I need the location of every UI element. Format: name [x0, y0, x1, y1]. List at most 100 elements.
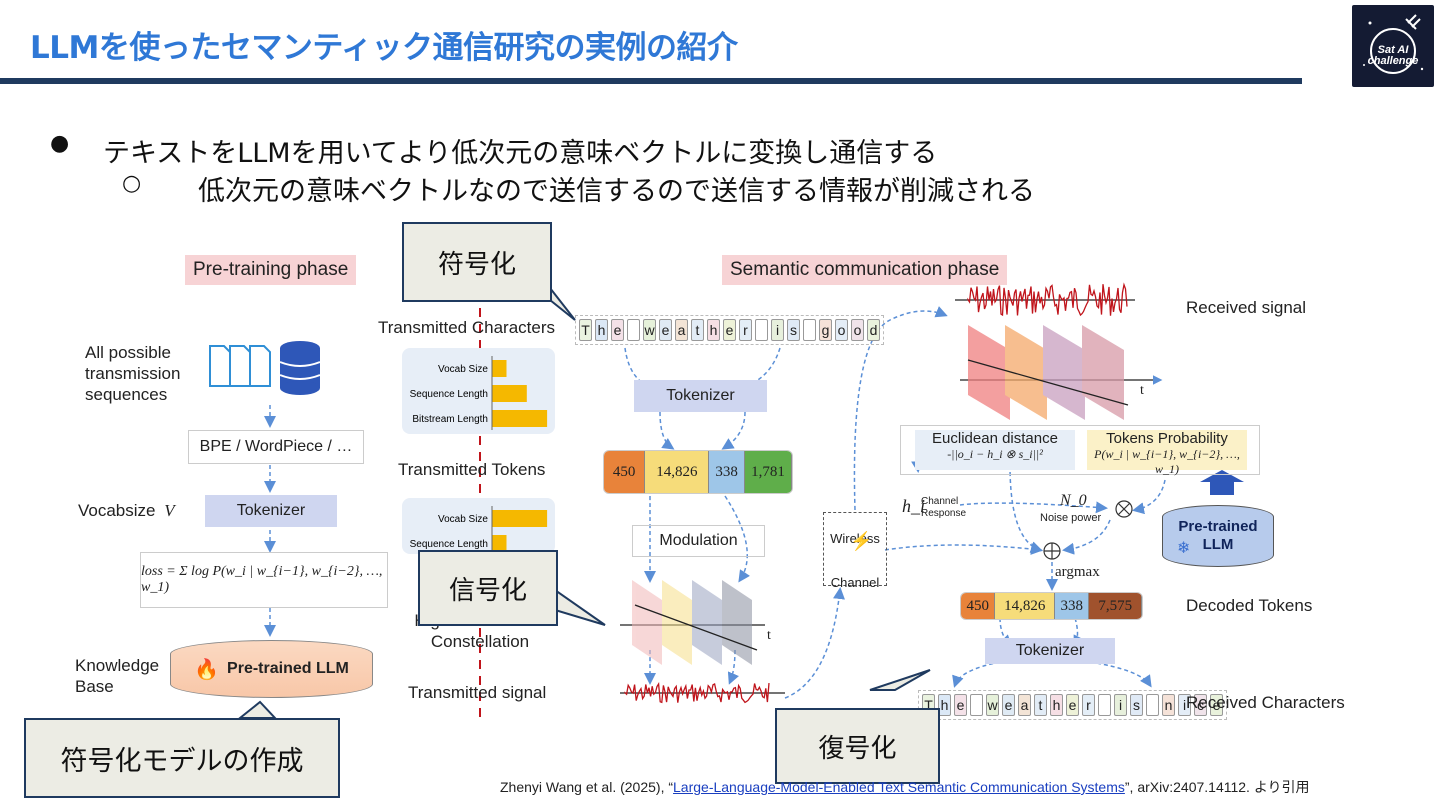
- bullet-glyph-1: ●: [50, 131, 70, 156]
- sent-char: [803, 319, 816, 341]
- semantic-phase-label: Semantic communication phase: [722, 255, 1008, 285]
- documents-database-icon: [209, 341, 321, 395]
- sent-char: w: [643, 319, 656, 341]
- recv-char: c: [1194, 694, 1207, 716]
- recv-char: [970, 694, 983, 716]
- citation: Zhenyi Wang et al. (2025), “Large-Langua…: [500, 777, 1310, 797]
- decode-metrics-box: [900, 425, 1260, 475]
- transmitted-signal-label: Transmitted signal: [408, 683, 547, 702]
- sent-char: [755, 319, 768, 341]
- recv-char: r: [1082, 694, 1095, 716]
- sent-char: o: [851, 319, 864, 341]
- recv-char: [1146, 694, 1159, 716]
- recv-char: i: [1114, 694, 1127, 716]
- recv-char: a: [1018, 694, 1031, 716]
- sent-char: h: [595, 319, 608, 341]
- citation-link[interactable]: Large-Language-Model-Enabled Text Semant…: [673, 779, 1125, 795]
- bullet-text-1: テキストをLLMを用いてより低次元の意味ベクトルに変換し通信する: [103, 138, 938, 169]
- transmitted-tokens-label: Transmitted Tokens: [398, 460, 546, 479]
- recv-char: e: [1066, 694, 1079, 716]
- bar: [492, 510, 548, 527]
- sent-char: g: [819, 319, 832, 341]
- pretraining-phase-label: Pre-training phase: [185, 255, 357, 285]
- tokenizer-rx: Tokenizer: [985, 638, 1115, 664]
- slide-title: LLMを使ったセマンティック通信研究の実例の紹介: [30, 30, 738, 66]
- sent-char: t: [691, 319, 704, 341]
- modulation-box: Modulation: [632, 525, 765, 557]
- sent-char: a: [675, 319, 688, 341]
- bullet-glyph-2: ○: [122, 171, 142, 196]
- sent-char: i: [771, 319, 784, 341]
- euclidean-eq: -||o_i − h_i ⊗ s_i||²: [947, 447, 1043, 461]
- probability-box: Tokens Probability P(w_i | w_{i−1}, w_{i…: [1087, 430, 1247, 476]
- sent-char: e: [723, 319, 736, 341]
- satellite-logo-icon: [1363, 14, 1424, 74]
- argmax-label: argmax: [1055, 564, 1100, 580]
- sent-char: d: [867, 319, 880, 341]
- decoded-tokens-label: Decoded Tokens: [1186, 596, 1313, 615]
- recv-char: e: [1002, 694, 1015, 716]
- callout-encoding: 符号化: [402, 222, 552, 302]
- euclidean-box: Euclidean distance -||o_i − h_i ⊗ s_i||²: [915, 430, 1075, 470]
- pretrained-llm-right: Pre-trained LLM ❄: [1162, 505, 1274, 567]
- bar: [492, 360, 507, 377]
- channel-response-label: Channel Response: [921, 496, 967, 519]
- vocabsize-var: V: [164, 501, 175, 520]
- hi-label: h_i: [902, 496, 926, 516]
- sent-char: r: [739, 319, 752, 341]
- recv-char: e: [954, 694, 967, 716]
- all-sequences-label: All possible transmission sequences: [85, 343, 181, 404]
- token-cell: 14,826: [645, 451, 710, 493]
- bpe-box: BPE / WordPiece / …: [188, 430, 364, 464]
- wireless-channel-box: Wireless Channel ⚡: [823, 512, 887, 590]
- sent-char: e: [659, 319, 672, 341]
- bar-label: Sequence Length: [410, 389, 488, 400]
- bar-label: Sequence Length: [410, 539, 488, 550]
- token-cell: 450: [961, 593, 996, 619]
- token-cell: 338: [709, 451, 745, 493]
- sent-char: o: [835, 319, 848, 341]
- wireless-channel-label: Wireless Channel: [830, 531, 880, 590]
- recv-char: h: [1050, 694, 1063, 716]
- vocabsize-prefix: Vocabsize: [78, 501, 156, 520]
- logo: Sat AI challenge: [1352, 5, 1434, 87]
- bar-label: Bitstream Length: [412, 414, 488, 425]
- token-cell: 14,826: [995, 593, 1056, 619]
- logo-text: Sat AI challenge: [1367, 44, 1419, 67]
- title-rule: [0, 78, 1302, 84]
- sent-char: T: [579, 319, 592, 341]
- bar: [492, 535, 507, 552]
- bar: [492, 410, 548, 427]
- token-cell: 1,781: [744, 451, 792, 493]
- sent-char: s: [787, 319, 800, 341]
- euclidean-label: Euclidean distance: [932, 430, 1058, 447]
- received-signal-label: Received signal: [1186, 298, 1307, 317]
- token-cell: 7,575: [1089, 593, 1142, 619]
- loss-equation: loss = Σ log P(w_i | w_{i−1}, w_{i−2}, ……: [140, 552, 388, 608]
- sent-char: e: [611, 319, 624, 341]
- bar: [492, 385, 527, 402]
- citation-prefix: Zhenyi Wang et al. (2025), “: [500, 779, 674, 795]
- recv-char: s: [1130, 694, 1143, 716]
- n0-label: N_0: [1060, 492, 1087, 509]
- callout-decoding: 復号化: [775, 708, 940, 784]
- recv-char: [1098, 694, 1111, 716]
- vocabsize-label: Vocabsize V: [78, 501, 175, 521]
- pretrained-llm-left-label: Pre-trained LLM: [227, 660, 349, 677]
- knowledge-base-label: Knowledge Base: [75, 656, 160, 696]
- fire-icon: 🔥: [194, 657, 220, 681]
- tokenizer-left: Tokenizer: [205, 495, 337, 527]
- recv-char: h: [938, 694, 951, 716]
- recv-char: e: [1210, 694, 1223, 716]
- lightning-icon: ⚡: [850, 531, 873, 551]
- token-cell: 338: [1055, 593, 1090, 619]
- received-characters-label: Received Characters: [1186, 693, 1345, 712]
- bullet-text-2: 低次元の意味ベクトルなので送信するので送信する情報が削減される: [198, 176, 1035, 207]
